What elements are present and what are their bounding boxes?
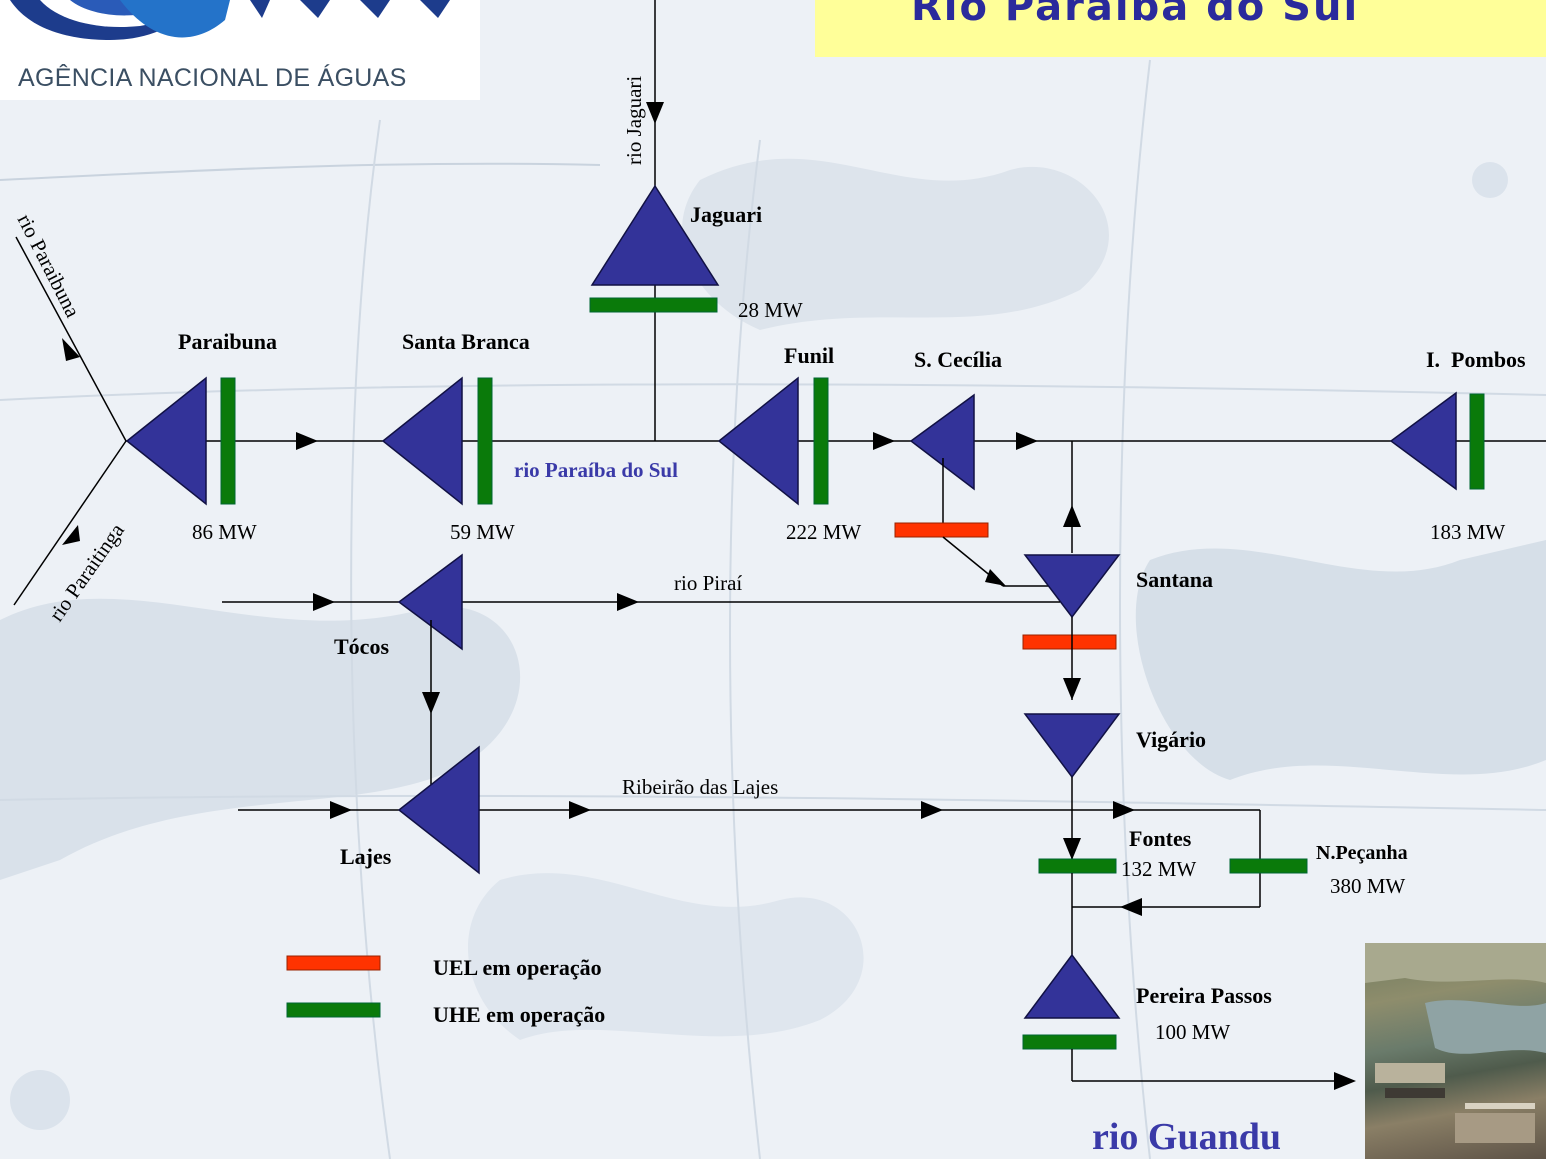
npecanha-uhe (1229, 858, 1308, 874)
santana-uel (1022, 634, 1117, 650)
main-arrow-2 (873, 432, 895, 450)
dam-photo (1365, 943, 1546, 1159)
lajes-reservoir (397, 745, 480, 875)
power-nilo-pecanha: 380 MW (1330, 874, 1406, 898)
label-rio-paraiba: rio Paraíba do Sul (514, 458, 678, 482)
main-arrow-3 (1016, 432, 1038, 450)
agency-caption: AGÊNCIA NACIONAL DE ÁGUAS (18, 64, 407, 92)
paraibuna-reservoir (125, 376, 207, 506)
ilha-pombos-uhe (1469, 393, 1485, 490)
label-paraibuna: Paraibuna (178, 329, 278, 354)
label-ribeirao-lajes: Ribeirão das Lajes (622, 775, 779, 799)
label-rio-pirai: rio Piraí (674, 571, 743, 595)
paraibuna-river-line (15, 236, 127, 442)
vigario-down-arrow (1063, 838, 1081, 860)
power-jaguari: 28 MW (738, 298, 803, 322)
main-arrow-1 (296, 432, 318, 450)
label-fontes: Fontes (1129, 826, 1192, 851)
label-santana: Santana (1136, 567, 1214, 592)
power-fontes: 132 MW (1121, 857, 1197, 881)
tocos-down-arrow (422, 692, 440, 714)
funil-uhe (813, 377, 829, 505)
dam-photo-drawing (1365, 943, 1546, 1143)
ilha-pombos-reservoir (1389, 391, 1457, 491)
jaguari-arrow (646, 102, 664, 124)
jaguari-reservoir (590, 184, 720, 286)
paraibuna-arrow (62, 338, 80, 361)
guandu-arrow (1334, 1072, 1356, 1090)
power-santa-branca: 59 MW (450, 520, 515, 544)
santana-down-arrow (1063, 678, 1081, 700)
santa-cecilia-uel (894, 522, 989, 538)
fontes-uhe (1038, 858, 1117, 874)
label-pereira-passos: Pereira Passos (1136, 983, 1272, 1008)
lajes-arrow-2 (569, 801, 591, 819)
title-banner: Rio Paraíba do Sul (815, 0, 1546, 57)
label-tocos: Tócos (334, 634, 389, 659)
label-nilo-pecanha: N.Peçanha (1316, 842, 1408, 864)
logo-graphic (10, 0, 450, 40)
santa-branca-uhe (477, 377, 493, 505)
lajes-arrow-3 (921, 801, 943, 819)
paraitinga-river-line (13, 440, 127, 606)
power-pereira-passos: 100 MW (1155, 1020, 1231, 1044)
label-ilha-pombos: I. Pombos (1426, 347, 1526, 372)
santana-up-arrow (1063, 505, 1081, 527)
power-funil: 222 MW (786, 520, 862, 544)
pereira-passos-uhe (1022, 1034, 1117, 1050)
santana-reservoir (1023, 554, 1121, 619)
label-funil: Funil (784, 343, 835, 368)
pirai-arrow-1 (313, 593, 335, 611)
lajes-arrow-4 (1113, 801, 1135, 819)
label-lajes: Lajes (340, 844, 392, 869)
vigario-reservoir (1023, 713, 1121, 779)
legend-uel-swatch (286, 955, 381, 971)
legend-uhe-label: UHE em operação (433, 1002, 606, 1027)
pereira-passos-reservoir (1023, 953, 1121, 1019)
paraitinga-arrow (62, 525, 80, 545)
ana-logo: AGÊNCIA NACIONAL DE ÁGUAS (0, 0, 480, 100)
label-jaguari: Jaguari (690, 202, 763, 227)
label-rio-guandu: rio Guandu (1092, 1116, 1282, 1158)
jaguari-uhe (589, 297, 718, 313)
label-santa-branca: Santa Branca (402, 329, 530, 354)
paraibuna-uhe (220, 377, 236, 505)
power-paraibuna: 86 MW (192, 520, 257, 544)
power-ilha-pombos: 183 MW (1430, 520, 1506, 544)
santa-branca-reservoir (381, 376, 463, 506)
label-rio-jaguari: rio Jaguari (622, 75, 646, 165)
funil-reservoir (717, 376, 799, 506)
legend-uel-label: UEL em operação (433, 955, 602, 980)
label-santa-cecilia: S. Cecília (914, 347, 1002, 372)
lajes-arrow-1 (330, 801, 352, 819)
label-vigario: Vigário (1136, 727, 1207, 752)
npecanha-arrow (1120, 898, 1142, 916)
santa-cecilia-arrow (985, 569, 1006, 586)
page-title: Rio Paraíba do Sul (911, 0, 1360, 30)
legend-uhe-swatch (286, 1002, 381, 1018)
pirai-arrow-2 (617, 593, 639, 611)
